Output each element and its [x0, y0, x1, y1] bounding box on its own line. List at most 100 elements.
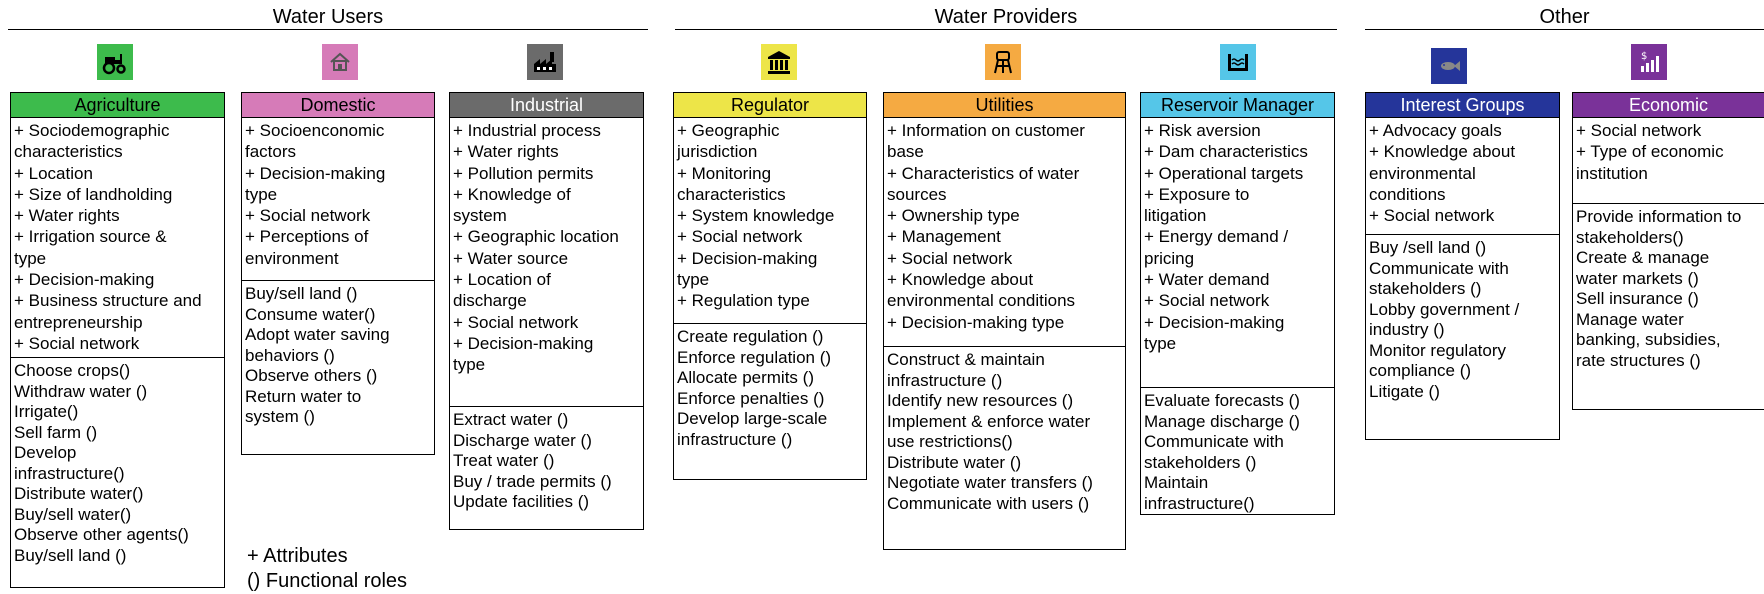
- role-line: Provide information to: [1576, 207, 1742, 226]
- fish-icon: [1431, 48, 1467, 84]
- role-line: Lobby government /: [1369, 299, 1520, 319]
- attribute-line: system: [453, 206, 507, 226]
- attribute-line: + Business structure and: [14, 291, 202, 311]
- attribute-line: + Decision-making: [677, 248, 818, 268]
- group-divider-other: [1365, 29, 1764, 30]
- attribute-line: environment: [245, 248, 339, 268]
- attribute-line: + Knowledge of: [453, 184, 571, 204]
- role-list: Evaluate forecasts ()Manage discharge ()…: [1141, 388, 1334, 517]
- attribute-line: environmental: [1369, 163, 1476, 183]
- attribute-line: + Size of landholding: [14, 184, 173, 204]
- agent-title-utilities: Utilities: [884, 93, 1125, 118]
- role-line: Manage water: [1576, 309, 1684, 329]
- attribute-list: + Sociodemographic characteristics+ Locat…: [11, 118, 224, 358]
- role-line: Create regulation (): [677, 327, 824, 346]
- role-line: stakeholders (): [1144, 452, 1257, 472]
- attribute-line: + Information on customer: [887, 121, 1085, 140]
- attribute-line: + Decision-making type: [887, 312, 1065, 332]
- role-line: Return water to: [245, 386, 362, 406]
- attribute-line: + Characteristics of water: [887, 163, 1080, 183]
- attribute-line: factors: [245, 142, 297, 162]
- attribute-line: pricing: [1144, 248, 1195, 268]
- attribute-line: + Social network: [1144, 291, 1270, 311]
- attribute-line: + Energy demand /: [1144, 227, 1289, 247]
- attribute-line: + Knowledge about: [887, 270, 1034, 290]
- attribute-line: jurisdiction: [677, 142, 758, 162]
- role-line: Distribute water (): [887, 452, 1022, 472]
- attribute-line: characteristics: [14, 142, 123, 162]
- attribute-line: + Risk aversion: [1144, 121, 1261, 140]
- role-line: Communicate with: [1144, 432, 1284, 451]
- role-line: Irrigate(): [14, 402, 79, 421]
- agent-card-reservoir-manager: Reservoir Manager + Risk aversion+ Dam c…: [1140, 92, 1335, 515]
- attribute-line: + Decision-making: [453, 333, 594, 353]
- role-line: Buy/sell land (): [14, 545, 127, 565]
- attribute-line: + Management: [887, 227, 1001, 247]
- group-title-water-users: Water Users: [272, 6, 384, 28]
- role-line: banking, subsidies,: [1576, 330, 1721, 349]
- attribute-line: + Social network: [1369, 206, 1495, 226]
- attribute-line: + Location: [14, 163, 93, 183]
- agent-card-industrial: Industrial + Industrial process+ Water r…: [449, 92, 644, 530]
- attribute-line: + Monitoring: [677, 163, 772, 183]
- role-line: Litigate (): [1369, 381, 1440, 401]
- attribute-line: base: [887, 142, 924, 162]
- attribute-line: + Social network: [677, 227, 803, 247]
- role-line: Observe other agents(): [14, 525, 189, 544]
- attribute-line: + Decision-making: [14, 270, 155, 290]
- attribute-line: type: [14, 248, 47, 268]
- role-line: Maintain: [1144, 473, 1209, 492]
- attribute-list: + Industrial process+ Water rights+ Poll…: [450, 118, 643, 407]
- role-line: stakeholders(): [1576, 227, 1684, 247]
- role-line: Withdraw water (): [14, 381, 148, 401]
- attribute-line: + Social network: [453, 312, 579, 332]
- role-line: Discharge water (): [453, 430, 592, 450]
- role-line: Create & manage: [1576, 248, 1710, 267]
- attribute-line: + Decision-making: [1144, 312, 1285, 332]
- attribute-line: type: [245, 184, 278, 204]
- role-line: Construct & maintain: [887, 350, 1045, 369]
- attribute-line: + Sociodemographic: [14, 121, 170, 140]
- role-line: Communicate with users (): [887, 493, 1090, 513]
- attribute-line: + Irrigation source &: [14, 227, 167, 247]
- legend-functional-roles: () Functional roles: [247, 570, 408, 592]
- role-line: infrastructure(): [14, 463, 125, 483]
- agent-title-reservoir-manager: Reservoir Manager: [1141, 93, 1334, 118]
- attribute-line: + Pollution permits: [453, 163, 594, 183]
- attribute-line: + System knowledge: [677, 206, 835, 226]
- role-line: Buy/sell land (): [245, 284, 358, 303]
- dollar-chart-icon: $: [1631, 44, 1667, 80]
- role-line: Sell insurance (): [1576, 289, 1699, 308]
- role-line: Enforce regulation (): [677, 347, 832, 367]
- role-line: Allocate permits (): [677, 368, 814, 387]
- role-line: Negotiate water transfers (): [887, 473, 1093, 492]
- attribute-line: + Operational targets: [1144, 163, 1304, 183]
- agent-title-regulator: Regulator: [674, 93, 866, 118]
- agent-title-domestic: Domestic: [242, 93, 434, 118]
- attribute-line: environmental conditions: [887, 291, 1076, 311]
- attribute-line: + Exposure to: [1144, 184, 1250, 204]
- dam-icon: [1220, 44, 1256, 80]
- attribute-line: + Industrial process: [453, 121, 601, 140]
- role-line: Manage discharge (): [1144, 411, 1300, 431]
- role-line: Communicate with: [1369, 258, 1509, 278]
- attribute-line: sources: [887, 184, 947, 204]
- attribute-line: discharge: [453, 291, 527, 311]
- role-line: industry (): [1369, 320, 1445, 339]
- tractor-icon: [97, 44, 133, 80]
- attribute-line: type: [453, 355, 486, 375]
- role-line: Observe others (): [245, 366, 378, 385]
- attribute-line: + Socioenconomic: [245, 121, 385, 140]
- legend: + Attributes () Functional roles: [247, 544, 407, 594]
- attribute-line: + Perceptions of: [245, 227, 369, 247]
- role-line: infrastructure(): [1144, 493, 1255, 513]
- attribute-line: + Social network: [245, 206, 371, 226]
